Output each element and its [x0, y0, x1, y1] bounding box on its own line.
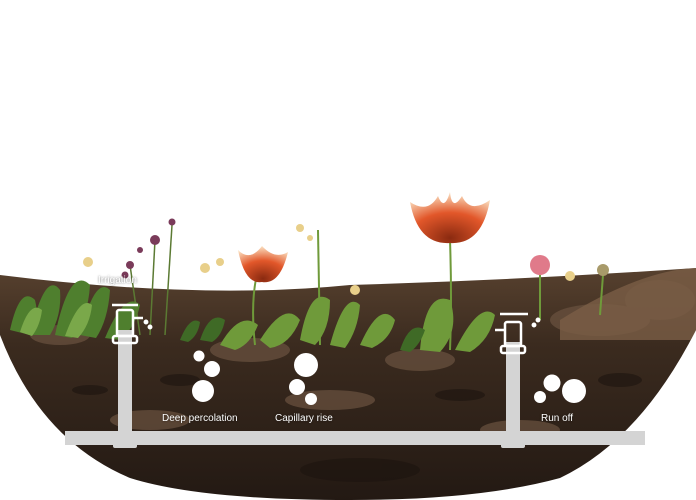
irrigation-label: Irrigation [98, 275, 137, 286]
capillary-rise-label: Capillary rise [275, 413, 333, 424]
run-off-label: Run off [541, 413, 573, 424]
deep-percolation-label: Deep percolation [162, 413, 238, 424]
